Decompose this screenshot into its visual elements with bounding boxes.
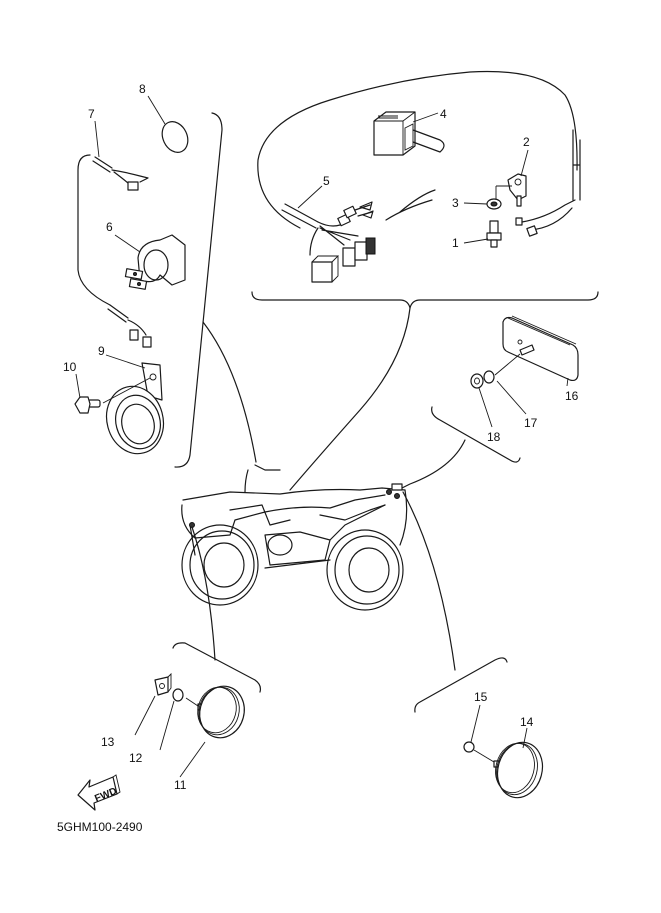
part-8-o-ring bbox=[161, 121, 189, 153]
part-12-washer bbox=[172, 688, 184, 702]
group-bracket-harness bbox=[251, 291, 599, 491]
callout-7: 7 bbox=[88, 107, 95, 121]
callout-13: 13 bbox=[101, 735, 115, 749]
part-6-clamp bbox=[124, 234, 186, 290]
callout-8: 8 bbox=[139, 82, 146, 96]
diagram-code: 5GHM100-2490 bbox=[57, 820, 143, 834]
callout-10: 10 bbox=[63, 360, 77, 374]
fwd-direction-arrow: FWD bbox=[77, 774, 121, 811]
part-9-horn bbox=[102, 362, 165, 455]
part-7-terminals bbox=[107, 304, 152, 348]
part-14-side-reflector bbox=[493, 741, 544, 799]
part-7-lead-wire bbox=[77, 154, 149, 306]
callout-9: 9 bbox=[98, 344, 105, 358]
callout-labels: 1 2 3 4 5 6 7 8 9 10 11 12 13 14 15 16 1… bbox=[63, 82, 579, 792]
part-3-nut bbox=[486, 198, 502, 210]
part-11-front-reflector bbox=[185, 685, 245, 739]
group-bracket-horn bbox=[174, 112, 257, 468]
part-1-bolt bbox=[486, 220, 502, 248]
callout-18: 18 bbox=[487, 430, 501, 444]
callout-3: 3 bbox=[452, 196, 459, 210]
callout-6: 6 bbox=[106, 220, 113, 234]
atv-leader-lines bbox=[191, 491, 456, 671]
part-10-bolt bbox=[74, 396, 101, 414]
callout-leaders bbox=[75, 95, 569, 778]
group-bracket-reflector-side bbox=[414, 657, 508, 713]
callout-17: 17 bbox=[524, 416, 538, 430]
part-13-nut-plate bbox=[154, 672, 172, 696]
part-4-relay-box bbox=[373, 111, 445, 156]
part-17-washer bbox=[483, 353, 521, 384]
atv-vehicle-outline bbox=[181, 464, 408, 611]
callout-1: 1 bbox=[452, 236, 459, 250]
callout-5: 5 bbox=[323, 174, 330, 188]
callout-4: 4 bbox=[440, 107, 447, 121]
callout-15: 15 bbox=[474, 690, 488, 704]
group-bracket-reflector-rear bbox=[397, 406, 521, 491]
part-2-sensor bbox=[495, 129, 581, 237]
part-15-washer bbox=[463, 741, 495, 763]
part-5-wire-harness bbox=[281, 201, 376, 283]
callout-11: 11 bbox=[174, 778, 187, 792]
callout-12: 12 bbox=[129, 751, 143, 765]
part-16-rear-reflector bbox=[502, 315, 579, 382]
callout-16: 16 bbox=[565, 389, 579, 403]
callout-2: 2 bbox=[523, 135, 530, 149]
callout-14: 14 bbox=[520, 715, 534, 729]
part-18-nut bbox=[470, 373, 484, 389]
wire-harness-loop bbox=[257, 70, 578, 229]
group-bracket-reflector-front bbox=[172, 642, 262, 693]
